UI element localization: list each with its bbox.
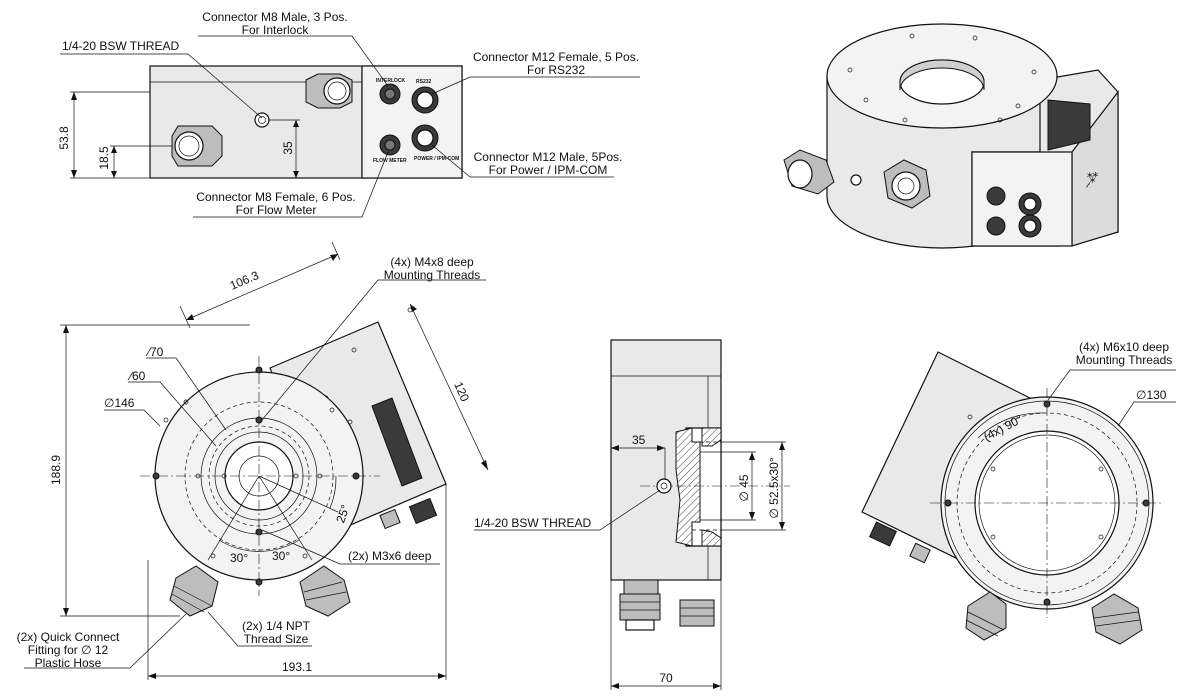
panel-label-power: POWER / IPM-COM bbox=[414, 156, 459, 162]
m8-connector-icon bbox=[379, 134, 401, 156]
dim-106-3: 106.3 bbox=[228, 268, 261, 293]
callout-m8-male-2: For Interlock bbox=[242, 23, 310, 37]
side-section-view: 35 ∅ 45 ∅ 52.5x30° 70 1/4-20 BSW THREAD bbox=[474, 339, 790, 690]
hose-fitting-icon bbox=[299, 565, 351, 617]
callout-m4-2: Mounting Threads bbox=[384, 268, 481, 282]
callout-m3: (2x) M3x6 deep bbox=[348, 549, 432, 563]
callout-m12-female-1: Connector M12 Female, 5 Pos. bbox=[473, 50, 639, 64]
callout-bsw-thread-side: 1/4-20 BSW THREAD bbox=[474, 516, 591, 530]
hose-fitting-icon bbox=[965, 591, 1007, 641]
dim-dia-130: ∅130 bbox=[1136, 388, 1167, 402]
dim-dia-52-5: ∅ 52.5x30° bbox=[767, 457, 781, 518]
panel-label-rs232: RS232 bbox=[416, 79, 432, 85]
m12-connector-icon bbox=[411, 124, 439, 152]
callout-npt-1: (2x) 1/4 NPT bbox=[242, 619, 311, 633]
panel-label-flow-meter: FLOW METER bbox=[373, 158, 407, 164]
dim-120: 120 bbox=[451, 380, 472, 404]
dim-dia-45: ∅ 45 bbox=[737, 474, 751, 501]
dim-35-top: 35 bbox=[281, 141, 295, 155]
dim-angle-25: 25° bbox=[333, 503, 352, 525]
callout-m12-male-1: Connector M12 Male, 5Pos. bbox=[474, 150, 623, 164]
callout-m12-female-2: For RS232 bbox=[527, 63, 585, 77]
front-elevation-view: INTERLOCK RS232 FLOW METER POWER / IPM-C… bbox=[57, 10, 640, 218]
dim-dia-146: ∅146 bbox=[104, 396, 135, 410]
callout-quick-1: (2x) Quick Connect bbox=[17, 630, 120, 644]
dim-dia-60: ∕60 bbox=[127, 369, 146, 383]
m8-connector-icon bbox=[986, 216, 1006, 236]
hose-fitting-icon bbox=[679, 599, 715, 627]
dim-188-9: 188.9 bbox=[49, 455, 63, 485]
hose-fitting-icon bbox=[1091, 593, 1143, 645]
callout-quick-3: Plastic Hose bbox=[35, 656, 102, 670]
callout-m8-female-2: For Flow Meter bbox=[236, 203, 317, 217]
m12-connector-icon bbox=[411, 86, 439, 114]
panel-label-interlock: INTERLOCK bbox=[376, 78, 406, 84]
hose-fitting-icon bbox=[883, 159, 931, 209]
dim-18-5: 18.5 bbox=[97, 146, 111, 170]
hose-fitting-icon bbox=[305, 73, 353, 109]
tapped-hole bbox=[254, 112, 270, 128]
callout-m8-male-1: Connector M8 Male, 3 Pos. bbox=[202, 10, 347, 24]
hose-fitting-icon bbox=[619, 579, 661, 631]
isometric-view: ~⁂ bbox=[783, 23, 1119, 249]
top-view: 188.9 193.1 106.3 120 ∕70 ∕60 ∅146 30° 3… bbox=[17, 241, 489, 680]
callout-m4-1: (4x) M4x8 deep bbox=[390, 255, 474, 269]
bottom-view: (4x) 90° (4x) M6x10 deep Mounting Thread… bbox=[861, 340, 1176, 645]
callout-m8-female-1: Connector M8 Female, 6 Pos. bbox=[196, 190, 355, 204]
dim-angle-30-right: 30° bbox=[272, 549, 290, 563]
hose-fitting-icon bbox=[783, 149, 835, 195]
callout-m6-1: (4x) M6x10 deep bbox=[1079, 340, 1169, 354]
m8-connector-icon bbox=[379, 83, 401, 105]
dim-angle-30-left: 30° bbox=[230, 551, 248, 565]
dim-193-1: 193.1 bbox=[282, 660, 312, 674]
connector-panel-front bbox=[361, 65, 463, 179]
callout-npt-2: Thread Size bbox=[244, 632, 309, 646]
dim-70: 70 bbox=[659, 671, 673, 685]
callout-bsw-thread-top: 1/4-20 BSW THREAD bbox=[62, 39, 179, 53]
callout-m12-male-2: For Power / IPM-COM bbox=[489, 163, 608, 177]
callout-m6-2: Mounting Threads bbox=[1076, 353, 1173, 367]
hose-fitting-icon bbox=[169, 565, 219, 617]
m8-connector-icon bbox=[986, 186, 1006, 206]
dim-dia-70: ∕70 bbox=[145, 345, 164, 359]
callout-quick-2: Fitting for ∅ 12 bbox=[28, 643, 109, 657]
dim-53-8: 53.8 bbox=[57, 126, 71, 150]
dim-35-side: 35 bbox=[632, 433, 646, 447]
hose-fitting-icon bbox=[171, 125, 223, 167]
